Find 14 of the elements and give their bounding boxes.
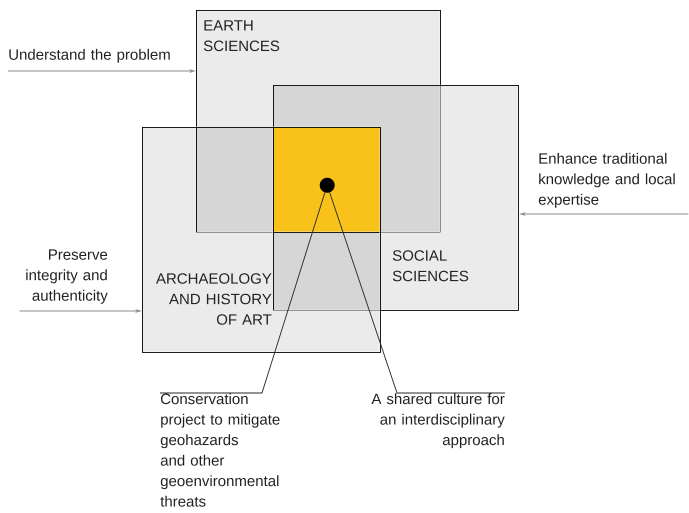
annotation-text: Preserve integrity and authenticity bbox=[26, 249, 108, 304]
box-label: ARCHAEOLOGY AND HISTORY OF ART bbox=[156, 273, 272, 325]
dot bbox=[320, 178, 335, 193]
leader-line bbox=[329, 192, 506, 394]
central-overlap-square bbox=[273, 127, 380, 232]
overlap-region bbox=[196, 127, 273, 232]
overlap-region bbox=[273, 232, 380, 310]
annotation-text: A shared culture for an interdisciplinary approach bbox=[371, 393, 505, 448]
box-label: EARTH SCIENCES bbox=[204, 20, 280, 52]
annotation-text: Conservation project to mitigate geohazards and other geoenvironmental threats bbox=[160, 393, 280, 507]
annotation-text: Understand the problem bbox=[9, 48, 170, 63]
box-label: SOCIAL SCIENCES bbox=[392, 250, 468, 282]
leader-line bbox=[160, 192, 326, 394]
annotation-text: Enhance traditional knowledge and local expertise bbox=[538, 152, 675, 208]
